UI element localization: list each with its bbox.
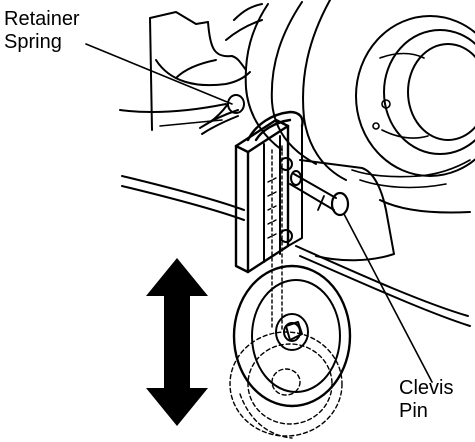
height-adjuster-bracket <box>234 110 304 331</box>
retainer-spring-leader-line <box>85 43 233 105</box>
clevis-pin <box>289 170 350 217</box>
retainer-spring-label: Retainer Spring <box>4 8 80 54</box>
clevis-pin-label-line1: Clevis <box>399 377 454 399</box>
retainer-spring-label-line1: Retainer <box>4 8 80 30</box>
double-arrow-vertical-icon <box>146 258 208 426</box>
clevis-pin-leader-line <box>343 213 433 383</box>
retainer-spring-label-line2: Spring <box>4 31 62 53</box>
clevis-pin-label-line2: Pin <box>399 400 428 422</box>
clevis-pin-label: Clevis Pin <box>399 377 453 423</box>
wheel-lowered-position <box>229 331 343 439</box>
retainer-spring <box>199 94 245 135</box>
